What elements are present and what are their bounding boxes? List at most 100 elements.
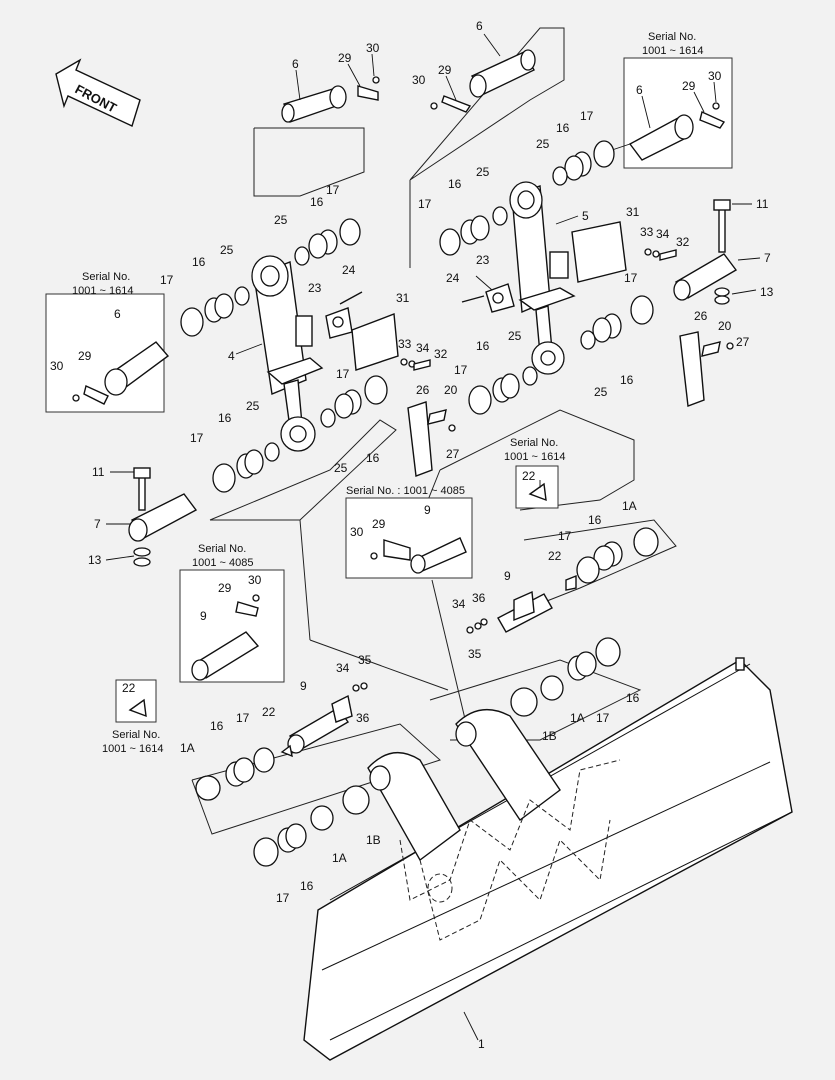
callout-30: 30 [708,69,722,83]
callout-23: 23 [308,281,322,295]
callout-11: 11 [756,197,769,211]
callout-29: 29 [338,51,352,65]
callout-20: 20 [718,319,732,333]
callout-13: 13 [88,553,102,567]
serial-box-center-left [179,569,285,683]
callout-29: 29 [438,63,452,77]
callout-17: 17 [596,711,610,725]
callout-16: 16 [218,411,232,425]
callout-16: 16 [366,451,380,465]
seal-stack-right-mid [580,295,654,350]
callout-17: 17 [276,891,290,905]
serial-note-top-right-range: 1001 ~ 1614 [642,45,703,57]
callout-16: 16 [300,879,314,893]
callout-32: 32 [434,347,448,361]
callout-22: 22 [548,549,562,563]
seal-stack-upper-right-inner [439,206,508,256]
callout-29: 29 [218,581,232,595]
serial-box-center [345,497,473,579]
callout-16: 16 [448,177,462,191]
callout-27: 27 [446,447,460,461]
callout-30: 30 [50,359,64,373]
callout-25: 25 [220,243,234,257]
callout-29: 29 [78,349,92,363]
callout-22: 22 [522,469,536,483]
callout-17: 17 [160,273,174,287]
callout-25: 25 [476,165,490,179]
seal-stack-left-mid [320,375,388,428]
callout-29: 29 [372,517,386,531]
callout-17: 17 [558,529,572,543]
callout-9: 9 [424,503,431,517]
callout-24: 24 [446,271,460,285]
callout-30: 30 [248,573,262,587]
callout-9: 9 [504,569,511,583]
seal-stack-left-upper [180,286,250,337]
serial-note-center-title: Serial No. : 1001 ~ 4085 [346,485,465,497]
callout-1A: 1A [622,499,637,513]
callout-6: 6 [476,19,483,33]
callout-5: 5 [582,209,589,223]
callout-35: 35 [468,647,482,661]
callout-22: 22 [122,681,136,695]
callout-6: 6 [636,83,643,97]
serial-note-center-right-title: Serial No. [510,437,558,449]
pin-group-right-7 [673,199,761,305]
callout-7: 7 [94,517,101,531]
callout-34: 34 [656,227,670,241]
seal-stack-right-lower [468,366,538,415]
box-22-center-right [515,465,559,509]
serial-notes: Serial No. 1001 ~ 1614 Serial No. 1001 ~… [72,31,703,755]
callout-17: 17 [336,367,350,381]
callout-36: 36 [356,711,370,725]
callout-25: 25 [246,399,260,413]
callout-1: 1 [478,1037,485,1051]
callout-25: 25 [594,385,608,399]
serial-note-bottom-left-title: Serial No. [112,729,160,741]
pin-9-center-left [280,682,368,758]
callout-1B: 1B [542,729,557,743]
callout-9: 9 [200,609,207,623]
cylinder-right [509,181,579,375]
seal-stack-upper-center [294,218,361,266]
callout-26: 26 [416,383,430,397]
serial-box-bottom-left [115,679,157,723]
callout-16: 16 [192,255,206,269]
callout-17: 17 [624,271,638,285]
serial-note-center-left-range: 1001 ~ 4085 [192,557,253,569]
callout-1A: 1A [180,741,195,755]
callout-16: 16 [310,195,324,209]
callout-25: 25 [508,329,522,343]
callout-31: 31 [626,205,640,219]
seal-stack-bottom-left [195,747,275,801]
callout-31: 31 [396,291,410,305]
callout-16: 16 [556,121,570,135]
callout-34: 34 [452,597,466,611]
callout-1A: 1A [332,851,347,865]
callout-30: 30 [366,41,380,55]
callout-34: 34 [336,661,350,675]
callout-34: 34 [416,341,430,355]
callout-16: 16 [476,339,490,353]
callout-17: 17 [190,431,204,445]
pin-group-top-center [281,53,380,123]
callout-29: 29 [682,79,696,93]
callout-25: 25 [536,137,550,151]
callout-24: 24 [342,263,356,277]
serial-note-top-right-title: Serial No. [648,31,696,43]
block-left [325,291,431,371]
callout-26: 26 [694,309,708,323]
cylinder-left [235,255,324,452]
callout-6: 6 [292,57,299,71]
callout-17: 17 [580,109,594,123]
pin-9-center-right [466,590,553,634]
seal-stack-bottom-right [510,637,621,717]
pin-group-top-right [430,33,536,113]
callout-20: 20 [444,383,458,397]
callout-16: 16 [210,719,224,733]
callout-13: 13 [760,285,774,299]
callout-16: 16 [626,691,640,705]
plate-right-26 [679,331,734,407]
callout-17: 17 [454,363,468,377]
